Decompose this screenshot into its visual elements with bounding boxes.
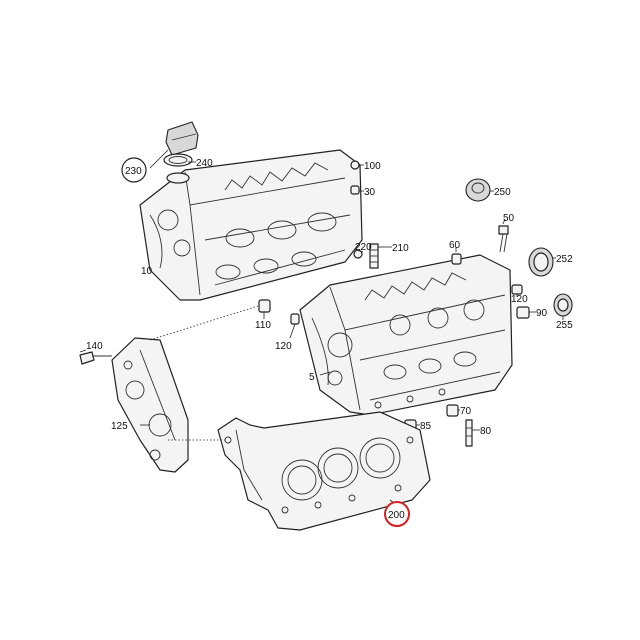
part-120-lower bbox=[290, 313, 300, 325]
callout-200: 200 bbox=[388, 510, 405, 521]
callout-110: 110 bbox=[255, 320, 271, 331]
callout-80: 80 bbox=[480, 426, 492, 437]
callout-10: 10 bbox=[141, 266, 153, 277]
callout-252: 252 bbox=[556, 254, 573, 265]
callout-230: 230 bbox=[125, 166, 142, 177]
callouts: 230 240 100 30 250 50 220 210 60 252 10 … bbox=[86, 157, 573, 527]
left-cylinder-head bbox=[139, 149, 363, 301]
callout-5: 5 bbox=[309, 372, 315, 383]
part-60 bbox=[451, 253, 462, 265]
right-cylinder-head bbox=[299, 254, 513, 416]
highlight-circle-200 bbox=[384, 501, 410, 527]
bolt-140 bbox=[79, 351, 112, 365]
callout-85: 85 bbox=[420, 421, 432, 432]
callout-255: 255 bbox=[556, 320, 573, 331]
callout-140: 140 bbox=[86, 341, 103, 352]
cam-cap-250 bbox=[465, 178, 491, 202]
callout-100: 100 bbox=[364, 161, 381, 172]
small-fittings-top bbox=[350, 160, 360, 195]
seal-255 bbox=[553, 293, 573, 317]
part-90 bbox=[516, 306, 530, 319]
callout-90: 90 bbox=[536, 308, 548, 319]
callout-125: 125 bbox=[111, 421, 128, 432]
oil-filler-cap bbox=[163, 121, 199, 184]
stud-80 bbox=[465, 419, 473, 447]
head-gasket-200 bbox=[217, 411, 431, 531]
callout-50: 50 bbox=[503, 213, 515, 224]
callout-circle-230 bbox=[121, 157, 147, 183]
part-110 bbox=[258, 299, 271, 313]
part-120-upper bbox=[511, 284, 523, 295]
callout-240: 240 bbox=[196, 158, 213, 169]
callout-120-upper: 120 bbox=[511, 294, 528, 305]
stud-210 bbox=[353, 243, 379, 269]
callout-250: 250 bbox=[494, 187, 511, 198]
timing-cover-125 bbox=[111, 337, 189, 473]
callout-60: 60 bbox=[449, 240, 461, 251]
callout-210: 210 bbox=[392, 243, 409, 254]
callout-120-lower: 120 bbox=[275, 341, 292, 352]
callout-30: 30 bbox=[364, 187, 376, 198]
part-70 bbox=[446, 404, 459, 417]
callout-220: 220 bbox=[355, 242, 372, 253]
callout-70: 70 bbox=[460, 406, 472, 417]
bolt-50 bbox=[498, 225, 509, 253]
seal-252 bbox=[528, 247, 554, 277]
